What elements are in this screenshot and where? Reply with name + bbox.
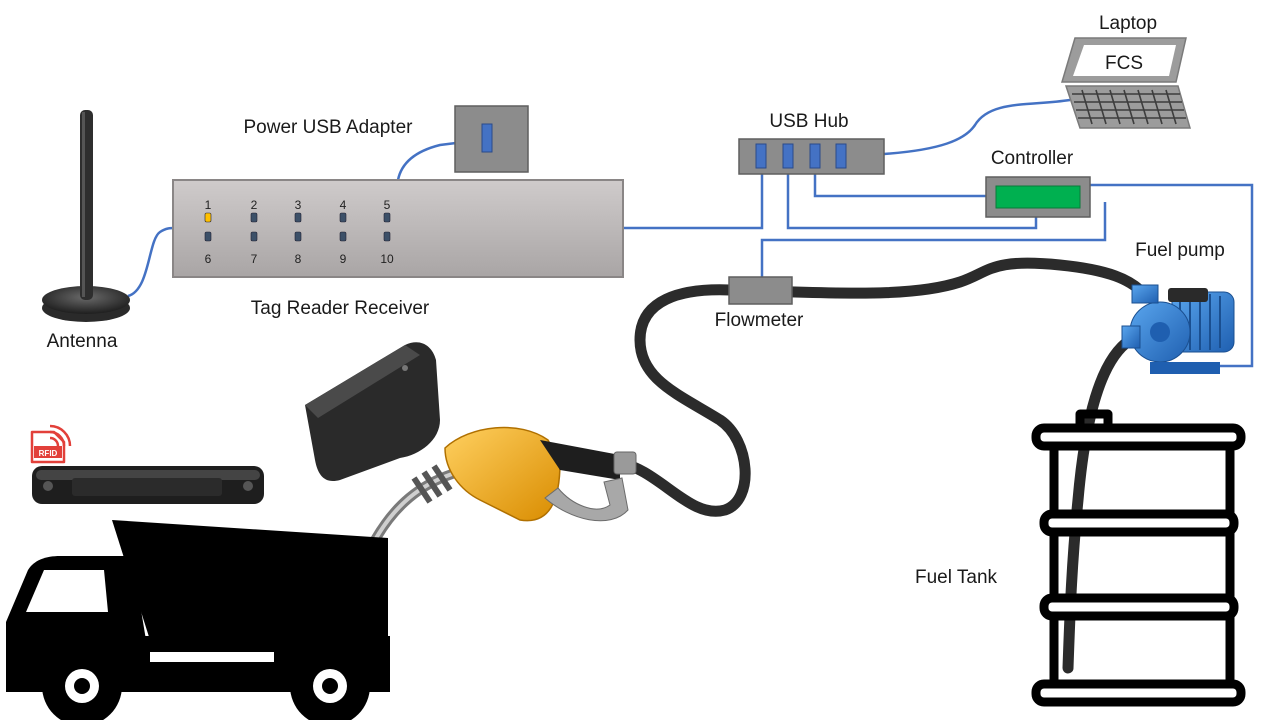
- reader-port-number: 5: [384, 198, 391, 212]
- led-icon: [339, 212, 347, 223]
- handheld-rfid-reader: [305, 342, 440, 482]
- fuel-tank: [1031, 409, 1246, 707]
- usb-hub-label: USB Hub: [769, 111, 848, 132]
- led-icon: [339, 231, 347, 242]
- reader-leds: 1 2 3 4 5 6 7 8 9 10: [205, 198, 394, 266]
- rfid-tag: [32, 466, 264, 504]
- antenna-cable: [127, 226, 177, 298]
- led-icon: [250, 231, 258, 242]
- flowmeter: [728, 276, 793, 305]
- tag-reader-receiver: 1 2 3 4 5 6 7 8 9 10: [172, 179, 624, 278]
- reader-port-number: 2: [251, 198, 258, 212]
- usb-hub: [738, 138, 885, 175]
- reader-port-number: 8: [295, 252, 302, 266]
- tag-reader-label: Tag Reader Receiver: [251, 298, 430, 319]
- led-icon: [294, 231, 302, 242]
- led-icon: [250, 212, 258, 223]
- reader-port-number: 1: [205, 198, 212, 212]
- reader-port-number: 9: [340, 252, 347, 266]
- fuel-pump: [1121, 284, 1235, 374]
- reader-port-number: 10: [380, 252, 394, 266]
- controller-to-pump-cable: [1090, 183, 1254, 368]
- fuel-pump-label: Fuel pump: [1135, 240, 1225, 261]
- rfid-icon: [30, 424, 72, 464]
- led-active-icon: [204, 212, 212, 223]
- power-usb-cable: [396, 141, 457, 181]
- fuel-nozzle: [370, 426, 637, 545]
- laptop-screen-label: FCS: [1105, 53, 1143, 74]
- laptop: [1060, 37, 1191, 129]
- antenna: [42, 110, 130, 322]
- fuel-hose: [612, 257, 1148, 517]
- reader-port-number: 4: [340, 198, 347, 212]
- led-icon: [383, 231, 391, 242]
- controller-label: Controller: [991, 148, 1074, 169]
- reader-port-number: 7: [251, 252, 258, 266]
- flowmeter-label: Flowmeter: [715, 310, 804, 331]
- led-icon: [383, 212, 391, 223]
- led-icon: [204, 231, 212, 242]
- hub-to-controller-cable-2: [813, 168, 986, 198]
- reader-port-number: 6: [205, 252, 212, 266]
- power-usb-adapter: [454, 105, 529, 173]
- antenna-label: Antenna: [47, 331, 118, 352]
- controller: [985, 176, 1091, 218]
- hub-to-laptop-cable: [883, 98, 1071, 156]
- rfid-icon-text: RFID: [39, 449, 58, 458]
- led-icon: [294, 212, 302, 223]
- reader-to-hub-cable: [623, 168, 764, 230]
- controller-to-flowmeter-cable: [760, 202, 1107, 278]
- reader-port-number: 3: [295, 198, 302, 212]
- hub-to-controller-cable-1: [786, 168, 1038, 230]
- blue-cables: [127, 98, 1254, 368]
- laptop-label: Laptop: [1099, 13, 1157, 34]
- fuel-tank-label: Fuel Tank: [915, 567, 998, 588]
- power-usb-label: Power USB Adapter: [244, 117, 414, 138]
- truck: [6, 520, 390, 720]
